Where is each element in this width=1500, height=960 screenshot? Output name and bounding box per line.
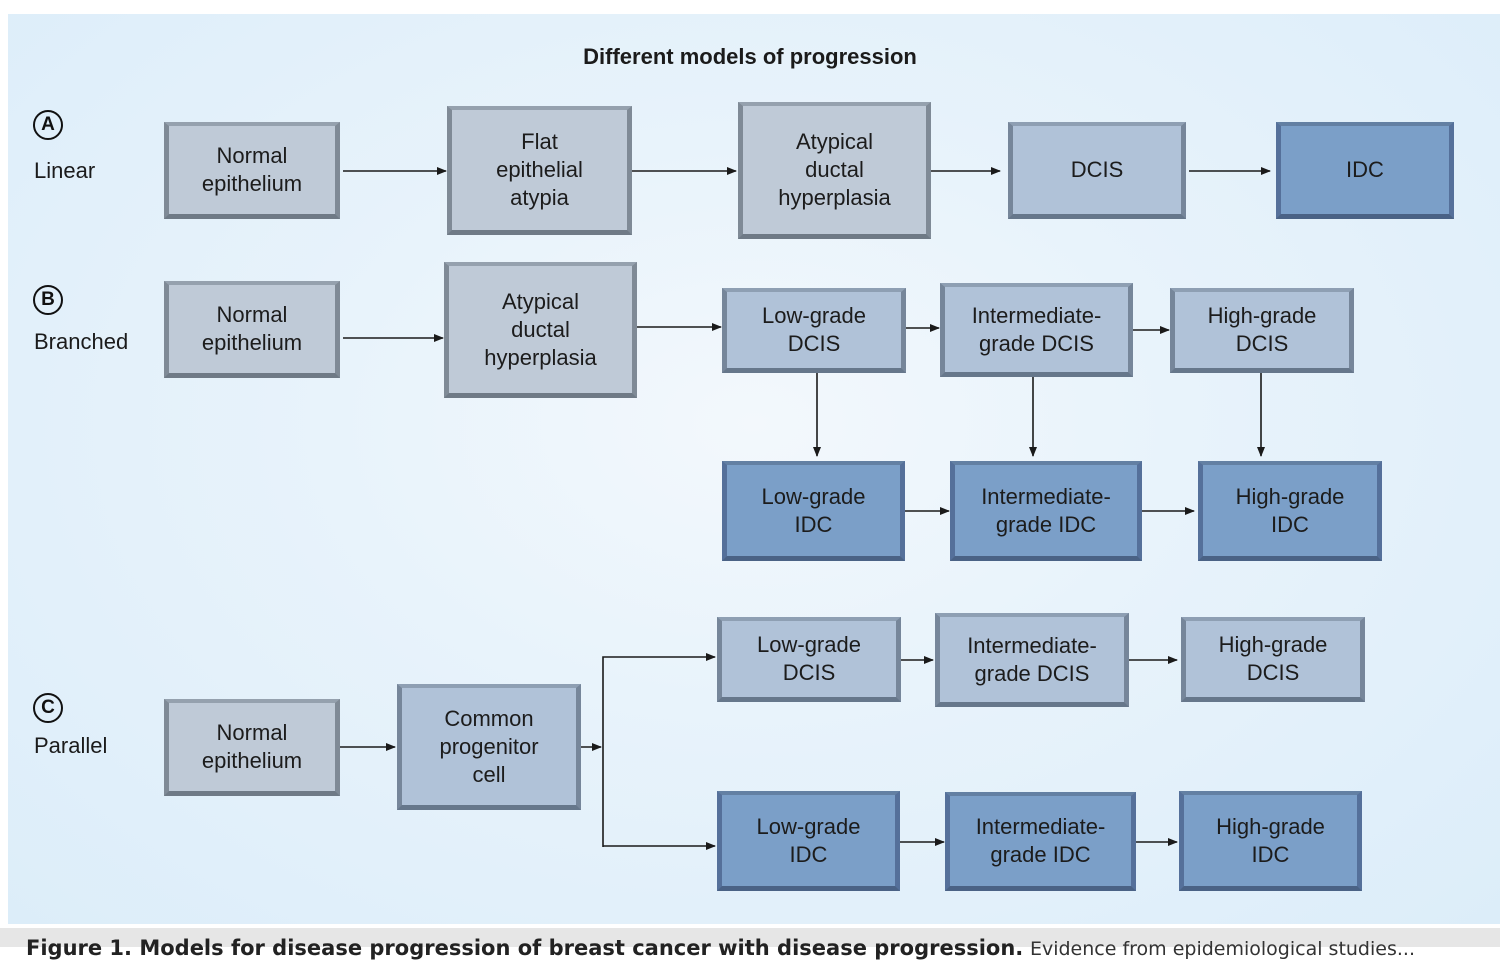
- box-high-grade-dcis-b: High-grade DCIS: [1170, 288, 1354, 373]
- box-idc-a: IDC: [1276, 122, 1454, 219]
- box-atypical-ductal-hyperplasia-a: Atypical ductal hyperplasia: [738, 102, 931, 239]
- model-c-label: Parallel: [34, 733, 108, 758]
- box-low-grade-dcis-b: Low-grade DCIS: [722, 288, 906, 373]
- model-a-label: Linear: [34, 158, 96, 183]
- box-low-grade-idc-c: Low-grade IDC: [717, 791, 900, 891]
- box-high-grade-idc-c: High-grade IDC: [1179, 791, 1362, 891]
- box-dcis-a: DCIS: [1008, 122, 1186, 219]
- model-a-letter: A: [33, 110, 63, 140]
- model-b-letter: B: [33, 285, 63, 315]
- box-atypical-ductal-hyperplasia-b: Atypical ductal hyperplasia: [444, 262, 637, 398]
- box-common-progenitor-cell: Common progenitor cell: [397, 684, 581, 810]
- diagram-title: Different models of progression: [583, 44, 917, 69]
- box-normal-epithelium-b: Normal epithelium: [164, 281, 340, 378]
- box-intermediate-grade-dcis-b: Intermediate- grade DCIS: [940, 283, 1133, 377]
- box-low-grade-idc-b: Low-grade IDC: [722, 461, 905, 561]
- box-intermediate-grade-dcis-c: Intermediate- grade DCIS: [935, 613, 1129, 707]
- figure-caption: Figure 1. Models for disease progression…: [26, 936, 1415, 960]
- box-normal-epithelium-c: Normal epithelium: [164, 699, 340, 796]
- model-b-label: Branched: [34, 329, 129, 354]
- box-low-grade-dcis-c: Low-grade DCIS: [717, 617, 901, 702]
- box-flat-epithelial-atypia: Flat epithelial atypia: [447, 106, 632, 235]
- box-intermediate-grade-idc-c: Intermediate- grade IDC: [945, 792, 1136, 891]
- box-normal-epithelium-a: Normal epithelium: [164, 122, 340, 219]
- box-high-grade-dcis-c: High-grade DCIS: [1181, 617, 1365, 702]
- figure-caption-bold: Figure 1. Models for disease progression…: [26, 936, 1024, 960]
- box-high-grade-idc-b: High-grade IDC: [1198, 461, 1382, 561]
- figure-caption-bar: Figure 1. Models for disease progression…: [0, 928, 1500, 960]
- figure-caption-rest: Evidence from epidemiological studies...: [1029, 938, 1415, 960]
- model-c-letter: C: [33, 693, 63, 723]
- box-intermediate-grade-idc-b: Intermediate- grade IDC: [950, 461, 1142, 561]
